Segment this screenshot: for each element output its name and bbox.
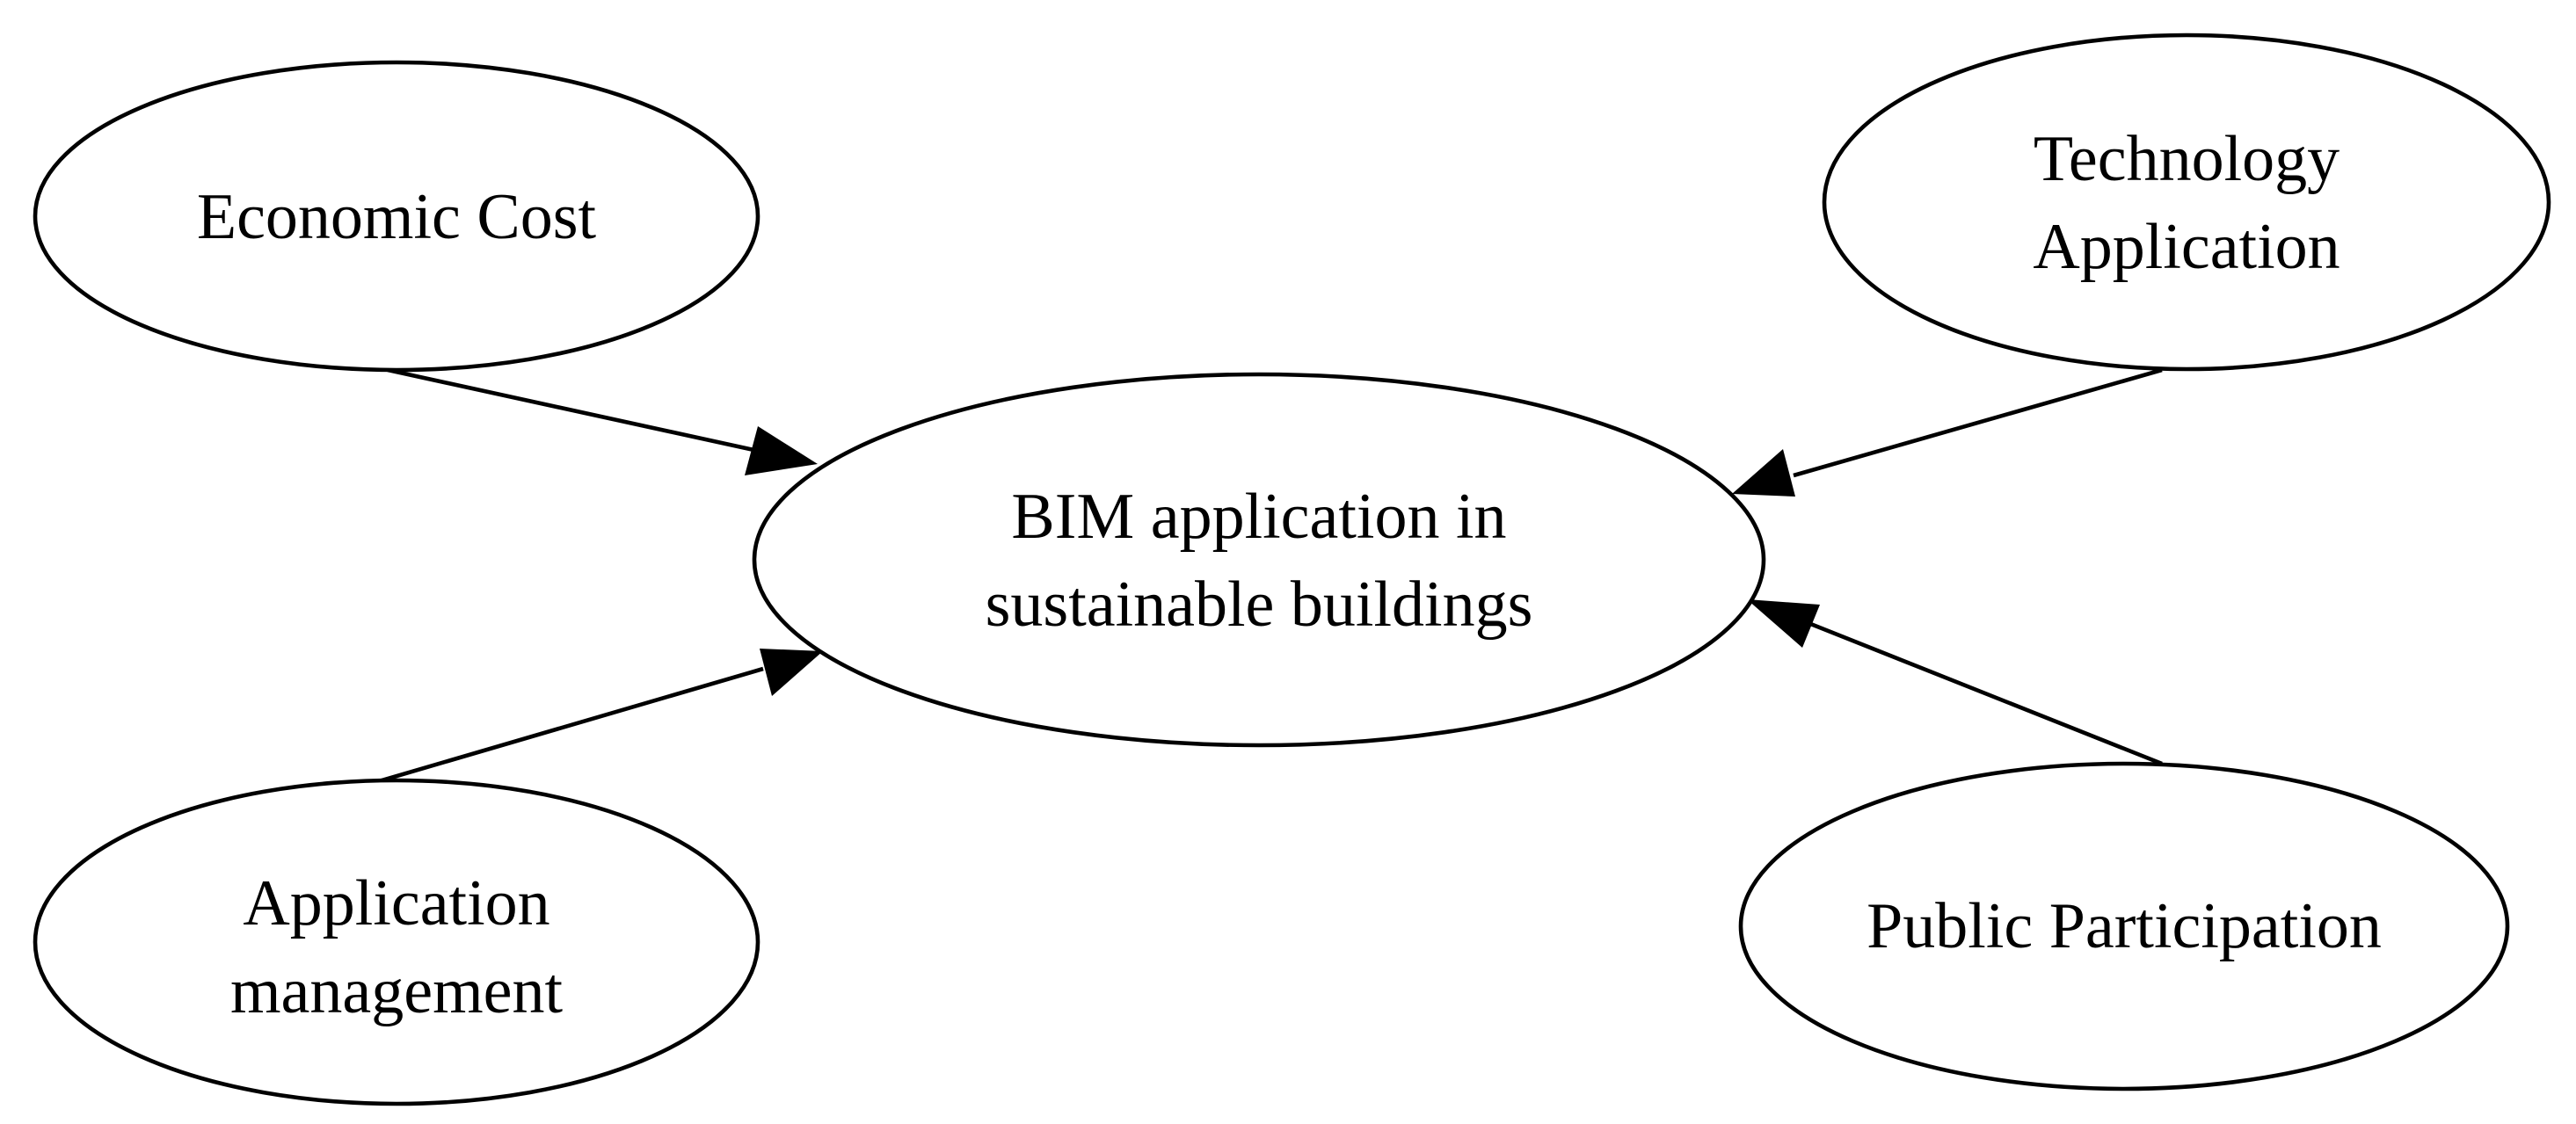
node-technology-application: Technology Application <box>1822 33 2551 372</box>
edge-technology-application-to-center <box>1732 367 2163 497</box>
node-label-line-2: management <box>230 955 563 1027</box>
node-label-line-2: sustainable buildings <box>986 569 1533 641</box>
edge-public-participation-to-center <box>1747 599 2163 766</box>
node-label-line-2: Application <box>2033 211 2340 283</box>
node-label-line-1: Application <box>243 867 549 939</box>
arrowhead <box>760 649 823 696</box>
node-application-management: Application management <box>33 778 760 1106</box>
node-economic-cost: Economic Cost <box>33 60 760 373</box>
arrowhead <box>1747 599 1820 648</box>
arrowhead <box>1732 449 1795 497</box>
node-label: Economic Cost <box>197 181 597 253</box>
edge-application-management-to-center <box>378 649 823 784</box>
node-label-line-1: Technology <box>2034 123 2340 195</box>
node-label-line-1: BIM application in <box>1011 481 1506 553</box>
arrowhead <box>745 426 818 475</box>
node-label: Public Participation <box>1867 890 2382 962</box>
edge-economic-cost-to-center <box>387 367 818 475</box>
node-bim-application-in-sustainable-buildings: BIM application in sustainable buildings <box>752 372 1766 748</box>
node-public-participation: Public Participation <box>1738 761 2510 1091</box>
